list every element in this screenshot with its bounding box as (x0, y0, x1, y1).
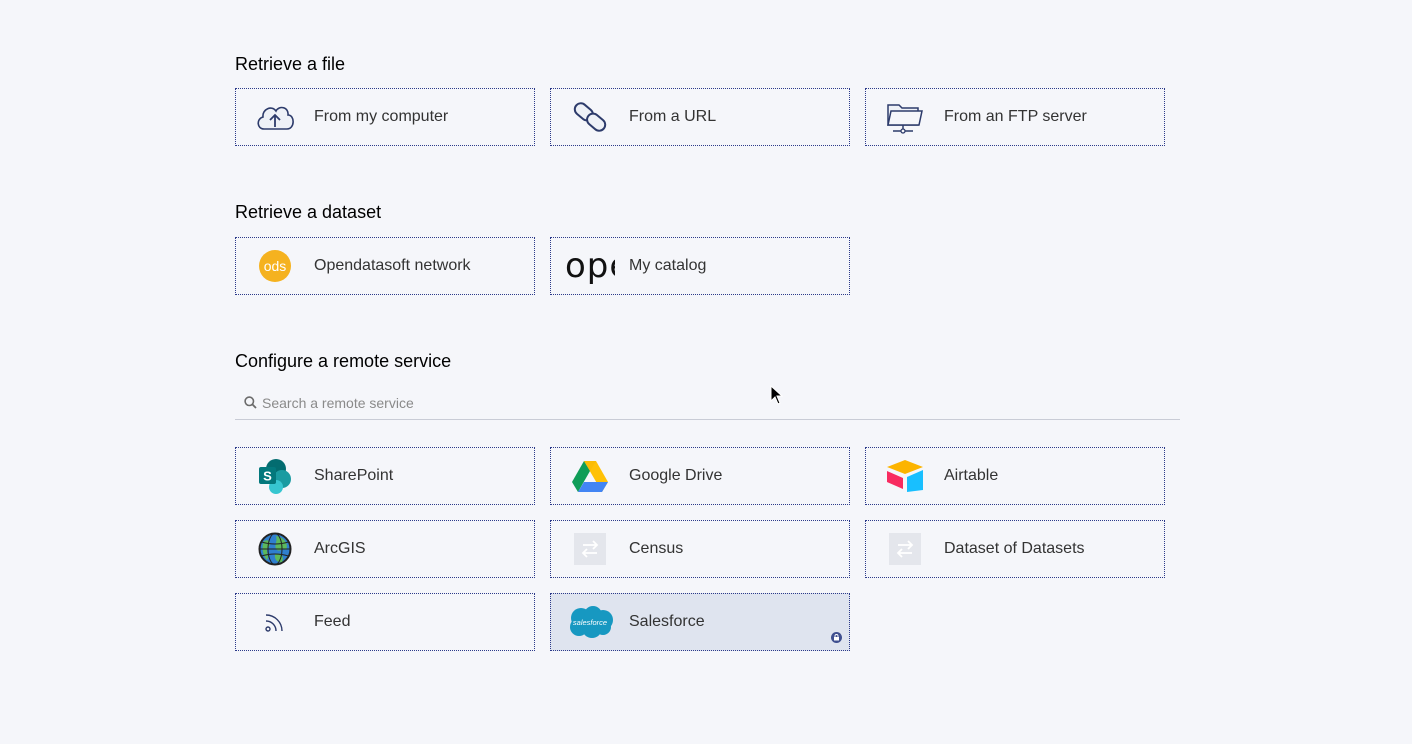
census-card[interactable]: Census (550, 520, 850, 578)
ods-logo-icon: ods (250, 241, 300, 291)
card-label: From a URL (629, 108, 717, 125)
from-an-ftp-server-card[interactable]: From an FTP server (865, 88, 1165, 146)
card-label: Feed (314, 613, 351, 630)
remote-service-search[interactable] (235, 386, 1180, 420)
rss-feed-icon (250, 597, 300, 647)
link-icon (565, 92, 615, 142)
arcgis-card[interactable]: ArcGIS (235, 520, 535, 578)
card-label: SharePoint (314, 467, 394, 484)
card-label: My catalog (629, 257, 707, 274)
google-drive-card[interactable]: Google Drive (550, 447, 850, 505)
card-label: From an FTP server (944, 108, 1087, 125)
search-input[interactable] (260, 393, 964, 412)
card-label: ArcGIS (314, 540, 366, 557)
salesforce-card[interactable]: salesforce Salesforce (550, 593, 850, 651)
sharepoint-icon: S (250, 451, 300, 501)
card-label: Census (629, 540, 684, 557)
ftp-folder-icon (880, 92, 930, 142)
lock-icon (831, 632, 842, 643)
opendatasoft-network-card[interactable]: ods Opendatasoft network (235, 237, 535, 295)
section-title-retrieve-file: Retrieve a file (235, 54, 346, 74)
card-label: Google Drive (629, 467, 723, 484)
salesforce-logo-text: salesforce (573, 618, 607, 627)
section-title-configure-remote: Configure a remote service (235, 351, 452, 371)
sharepoint-card[interactable]: S SharePoint (235, 447, 535, 505)
catalog-logo-text: ope (565, 246, 615, 286)
google-drive-icon (565, 451, 615, 501)
transfer-arrows-icon (565, 524, 615, 574)
arcgis-globe-icon (250, 524, 300, 574)
card-label: Salesforce (629, 613, 705, 630)
card-label: Airtable (944, 467, 999, 484)
card-label: Dataset of Datasets (944, 540, 1085, 557)
from-my-computer-card[interactable]: From my computer (235, 88, 535, 146)
from-a-url-card[interactable]: From a URL (550, 88, 850, 146)
ods-logo-text: ods (264, 258, 287, 274)
transfer-arrows-icon (880, 524, 930, 574)
section-title-retrieve-dataset: Retrieve a dataset (235, 202, 382, 222)
svg-text:S: S (263, 469, 272, 484)
dataset-of-datasets-card[interactable]: Dataset of Datasets (865, 520, 1165, 578)
mouse-cursor-icon (770, 385, 784, 405)
cloud-upload-icon (250, 92, 300, 142)
airtable-icon (880, 451, 930, 501)
airtable-card[interactable]: Airtable (865, 447, 1165, 505)
salesforce-icon: salesforce (565, 597, 615, 647)
my-catalog-card[interactable]: ope My catalog (550, 237, 850, 295)
catalog-logo-icon: ope (565, 241, 615, 291)
search-icon (244, 396, 257, 409)
feed-card[interactable]: Feed (235, 593, 535, 651)
card-label: Opendatasoft network (314, 257, 471, 274)
card-label: From my computer (314, 108, 449, 125)
